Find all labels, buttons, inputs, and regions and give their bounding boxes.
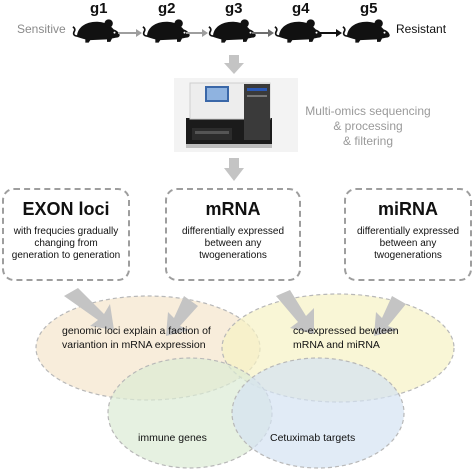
exon-loci-desc-line-2: changing from [34, 238, 98, 249]
venn-label-cetuximab-targets: Cetuximab targets [270, 432, 356, 444]
exon-loci-desc-line-1: with frequcies gradually [13, 226, 119, 237]
mirna-desc-line-1: differentially expressed [356, 226, 460, 237]
mrna-box: mRNA differentially expressed between an… [165, 188, 301, 281]
generation-arrows [118, 29, 342, 37]
mouse-g3-icon [208, 18, 257, 44]
mirna-desc-line-2: between any [379, 238, 437, 249]
sequencing-caption-line-1: Multi-omics sequencing [305, 104, 431, 118]
exon-loci-desc-line-3: generation to generation [11, 250, 121, 261]
generation-label-g1: g1 [90, 0, 108, 17]
generation-label-g4: g4 [292, 0, 310, 17]
mrna-desc: differentially expressed between any two… [167, 226, 299, 262]
mirna-box: miRNA differentially expressed between a… [344, 188, 472, 281]
down-arrow-1 [224, 55, 244, 74]
venn-circles [35, 293, 455, 469]
exon-loci-title: EXON loci [22, 199, 110, 219]
mirna-desc-line-3: twogenerations [374, 250, 442, 261]
venn-label-immune-genes: immune genes [138, 432, 207, 444]
sequencer-icon [174, 78, 298, 152]
mrna-title: mRNA [205, 199, 261, 219]
generation-label-g3: g3 [225, 0, 243, 17]
sensitive-label: Sensitive [17, 22, 66, 36]
resistant-label: Resistant [396, 22, 447, 36]
mirna-desc: differentially expressed between any two… [346, 226, 470, 262]
mrna-desc-line-1: differentially expressed [181, 226, 285, 237]
exon-loci-desc: with frequcies gradually changing from g… [4, 226, 128, 262]
venn-label-genomic-loci-line-1: genomic loci explain a faction of [62, 325, 211, 337]
mirna-title: miRNA [377, 199, 438, 219]
generation-label-g5: g5 [360, 0, 378, 17]
sequencing-caption-line-2: & processing [333, 119, 403, 133]
venn-label-coexpressed: co-expressed bewteen mRNA and miRNA [293, 324, 399, 352]
venn-label-genomic-loci: genomic loci explain a faction of varian… [62, 324, 211, 352]
venn-label-genomic-loci-line-2: variantion in mRNA expression [62, 339, 206, 351]
venn-arrows [64, 288, 406, 336]
venn-label-coexpressed-line-1: co-expressed bewteen [293, 325, 399, 337]
sequencing-caption: Multi-omics sequencing & processing & fi… [300, 104, 436, 149]
down-arrow-2 [224, 158, 244, 181]
mouse-g2-icon [142, 18, 191, 44]
exon-loci-box: EXON loci with frequcies gradually chang… [2, 188, 130, 281]
sequencing-caption-line-3: & filtering [342, 134, 394, 148]
mrna-desc-line-3: twogenerations [199, 250, 267, 261]
mouse-g5-icon [342, 18, 391, 44]
venn-label-coexpressed-line-2: mRNA and miRNA [293, 339, 380, 351]
generation-label-g2: g2 [158, 0, 176, 17]
mrna-desc-line-2: between any [204, 238, 262, 249]
mouse-g1-icon [72, 18, 121, 44]
mouse-g4-icon [274, 18, 323, 44]
